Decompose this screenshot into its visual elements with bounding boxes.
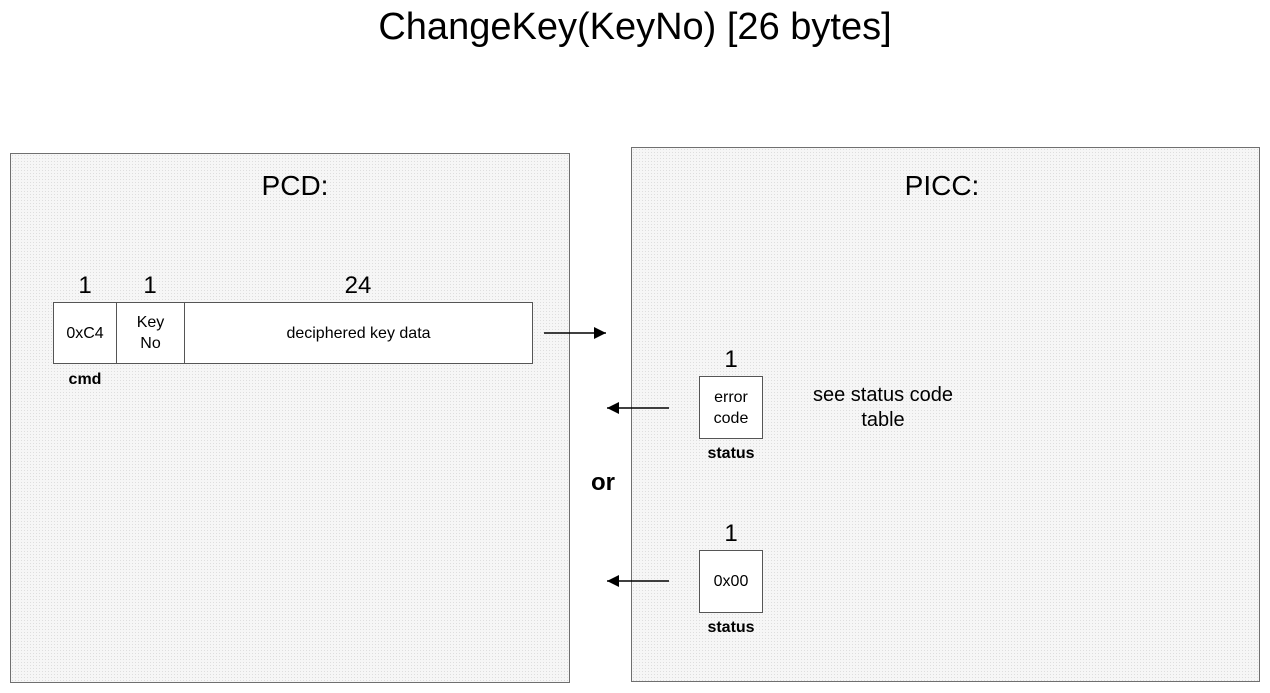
field-keyno-line-2: No [140, 335, 161, 352]
status-code-note: see status code table [783, 383, 983, 433]
error-code-line-2: code [713, 409, 749, 427]
error-code-line-1: error [714, 388, 748, 406]
field-cmd-value: 0xC4 [66, 324, 104, 342]
picc-label: PICC: [904, 170, 980, 201]
field-keyno-byte-count: 1 [143, 272, 157, 299]
status-code-note-line-1: see status code [812, 384, 954, 406]
success-status-caption: status [707, 619, 755, 636]
or-separator: or [591, 469, 615, 496]
success-byte-count: 1 [724, 520, 738, 547]
field-cmd-cell: 0xC4 [53, 302, 117, 364]
error-code-cell: error code [699, 376, 763, 439]
success-code-value: 0x00 [713, 573, 749, 590]
field-cmd-byte-count: 1 [78, 272, 92, 299]
pcd-label: PCD: [261, 170, 329, 201]
field-keyno-line-1: Key [136, 314, 165, 331]
error-byte-count: 1 [724, 346, 738, 373]
success-code-cell: 0x00 [699, 550, 763, 613]
field-keyno-cell: Key No [116, 302, 185, 364]
diagram-title: ChangeKey(KeyNo) [26 bytes] [378, 6, 892, 48]
field-keydata-cell: deciphered key data [184, 302, 533, 364]
pcd-panel [10, 153, 570, 683]
error-status-caption: status [707, 445, 755, 462]
status-code-note-line-2: table [861, 409, 905, 431]
field-keydata-value: deciphered key data [286, 324, 431, 342]
cmd-caption: cmd [68, 371, 102, 388]
field-keydata-byte-count: 24 [344, 272, 372, 299]
